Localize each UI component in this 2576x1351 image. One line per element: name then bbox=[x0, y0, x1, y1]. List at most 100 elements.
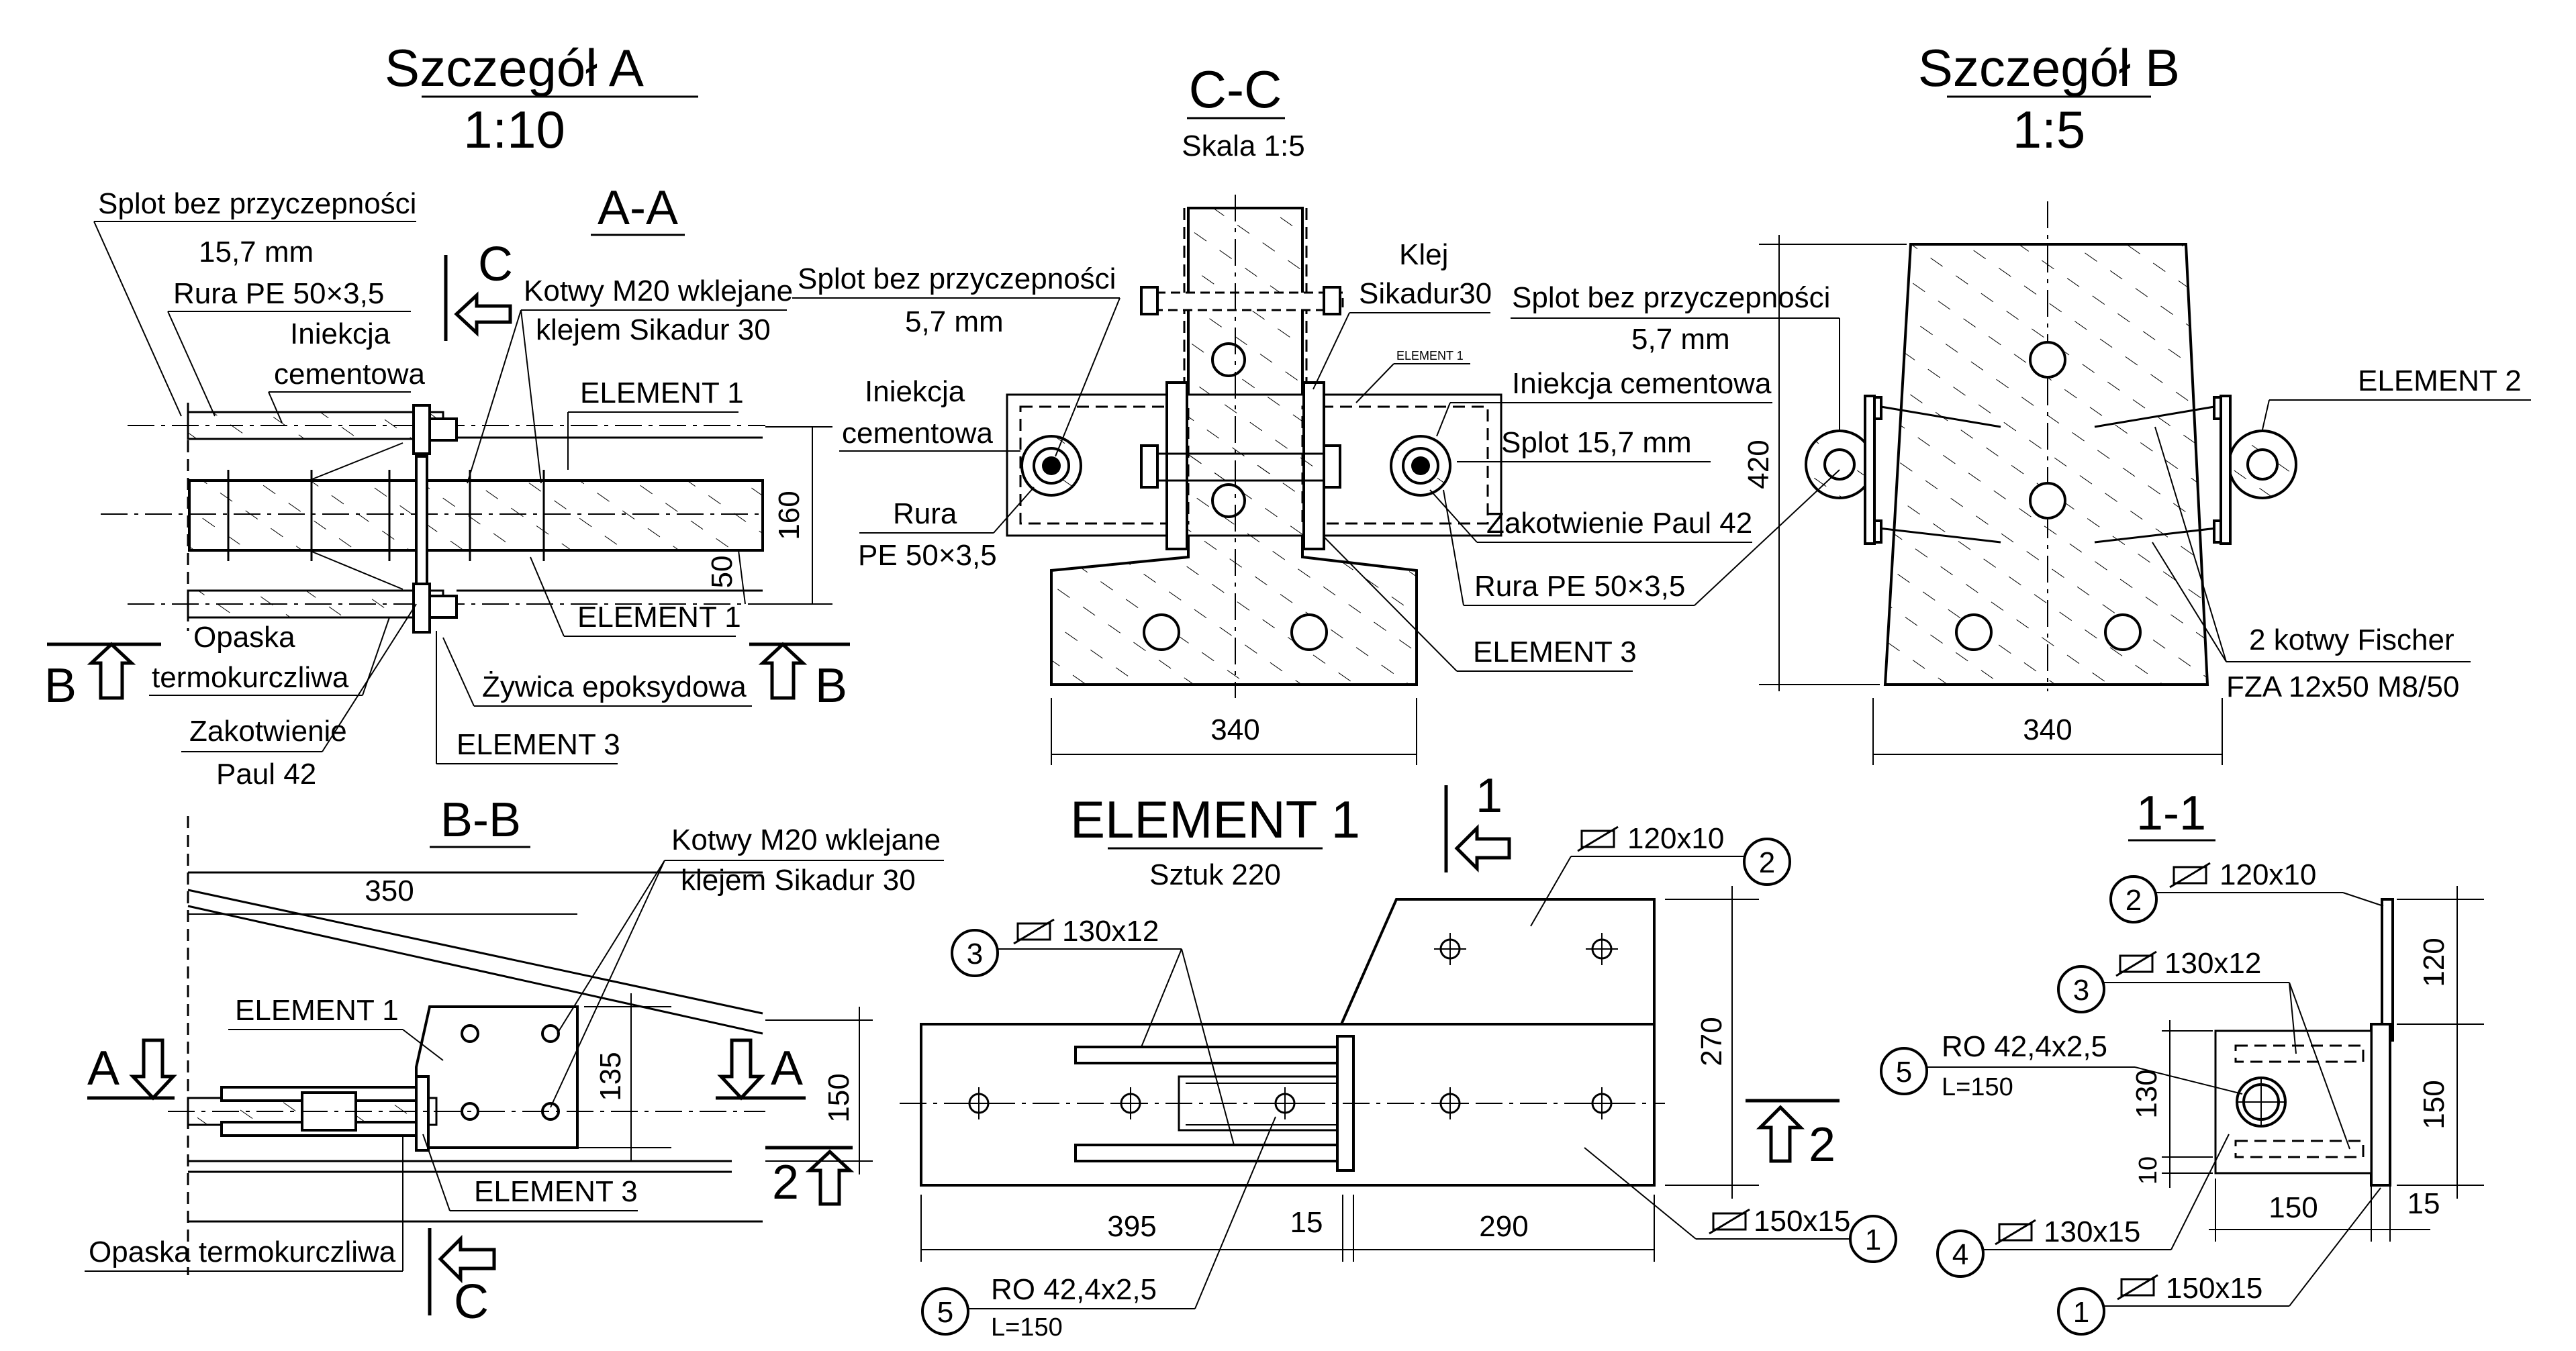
detail-a: Szczegół A 1:10 A-A Splot bez przyczepno… bbox=[44, 38, 850, 791]
cc-label-cementowa: cementowa bbox=[842, 417, 994, 450]
s11-callout-4: 4 bbox=[1952, 1238, 1968, 1271]
label-kotwy: Kotwy M20 wklejane bbox=[524, 274, 793, 307]
detail-a-title: Szczegół A bbox=[385, 38, 644, 97]
cc-label-splot: Splot bez przyczepności bbox=[798, 262, 1116, 295]
cc-label-splot157: Splot 15,7 mm bbox=[1501, 426, 1692, 459]
cc-label-pe: PE 50×3,5 bbox=[858, 539, 997, 572]
label-klejem: klejem Sikadur 30 bbox=[536, 313, 771, 346]
s11-dim-10: 10 bbox=[2134, 1156, 2162, 1185]
e1-cut-2: 2 bbox=[1809, 1118, 1835, 1172]
bb-label-opaska: Opaska termokurczliwa bbox=[89, 1236, 396, 1268]
cc-label-rura: Rura bbox=[893, 497, 957, 530]
e1-dim-290: 290 bbox=[1479, 1210, 1528, 1243]
cc-label-klej: Klej bbox=[1399, 238, 1448, 271]
s11-dim-15: 15 bbox=[2407, 1187, 2440, 1220]
e1-p5: RO 42,4x2,5 bbox=[991, 1273, 1157, 1306]
bb-label-element3: ELEMENT 3 bbox=[474, 1175, 638, 1208]
element-1-drawing: ELEMENT 1 Sztuk 220 bbox=[900, 769, 1897, 1342]
e1-callout-2: 2 bbox=[1759, 846, 1775, 879]
e1-p1: 150x15 bbox=[1754, 1205, 1850, 1238]
label-element3: ELEMENT 3 bbox=[457, 728, 620, 761]
s11-callout-2: 2 bbox=[2126, 884, 2142, 917]
b-label-fza: FZA 12x50 M8/50 bbox=[2226, 670, 2459, 703]
section-1-1: 1-1 2 120x10 3 130x12 5 RO 42,4x2,5 L=15… bbox=[1880, 787, 2484, 1336]
b-label-splot-size: 5,7 mm bbox=[1631, 323, 1730, 356]
section-cc: C-C Skala 1:5 Splot bez p bbox=[792, 60, 1772, 765]
section-aa-title: A-A bbox=[598, 181, 678, 235]
s11-callout-3: 3 bbox=[2073, 974, 2089, 1007]
label-paul: Paul 42 bbox=[216, 758, 316, 791]
label-iniekcja: Iniekcja bbox=[290, 317, 391, 350]
b-label-kotwy: 2 kotwy Fischer bbox=[2249, 623, 2454, 656]
cut-c-top: C bbox=[478, 238, 513, 291]
cc-dim-340: 340 bbox=[1210, 713, 1259, 746]
e1-callout-3: 3 bbox=[967, 938, 983, 970]
bb-dim-150: 150 bbox=[822, 1073, 855, 1122]
label-zakotwienie: Zakotwienie bbox=[189, 715, 347, 748]
s11-callout-5: 5 bbox=[1896, 1056, 1912, 1089]
s11-dim-130: 130 bbox=[2130, 1069, 2163, 1118]
bb-dim-135: 135 bbox=[594, 1052, 627, 1101]
cc-label-splot-size: 5,7 mm bbox=[905, 305, 1004, 338]
label-splot: Splot bez przyczepności bbox=[98, 187, 416, 220]
e1-dim-395: 395 bbox=[1107, 1210, 1156, 1243]
label-element1-bottom: ELEMENT 1 bbox=[577, 601, 741, 634]
element1-title: ELEMENT 1 bbox=[1070, 790, 1360, 849]
bb-cut-a-right: A bbox=[771, 1042, 803, 1095]
bb-cut-a-left: A bbox=[87, 1042, 120, 1095]
bb-cut-c: C bbox=[454, 1275, 489, 1329]
dim-160: 160 bbox=[773, 491, 806, 540]
label-cementowa: cementowa bbox=[274, 358, 426, 391]
s11-p4: 130x15 bbox=[2044, 1215, 2140, 1248]
section-11-title: 1-1 bbox=[2136, 787, 2206, 840]
bb-label-klejem: klejem Sikadur 30 bbox=[681, 864, 916, 897]
detail-b: Szczegół B 1:5 Splot bez przyczepności 5… bbox=[1511, 38, 2531, 765]
bb-label-element1: ELEMENT 1 bbox=[235, 994, 399, 1027]
bb-dim-350: 350 bbox=[365, 874, 414, 907]
detail-b-title: Szczegół B bbox=[1918, 38, 2180, 97]
b-dim-420: 420 bbox=[1742, 440, 1775, 489]
label-zywica: Żywica epoksydowa bbox=[482, 670, 747, 703]
b-dim-340: 340 bbox=[2023, 713, 2072, 746]
cc-label-sikadur: Sikadur30 bbox=[1359, 277, 1492, 310]
s11-p3: 130x12 bbox=[2164, 947, 2261, 980]
label-splot-size: 15,7 mm bbox=[199, 236, 314, 268]
cc-label-iniekcja: Iniekcja bbox=[865, 375, 965, 408]
detail-a-scale: 1:10 bbox=[463, 100, 565, 159]
cc-label-iniekcja-cem: Iniekcja cementowa bbox=[1512, 367, 1772, 400]
b-label-splot: Splot bez przyczepności bbox=[1512, 281, 1830, 314]
s11-callout-1: 1 bbox=[2073, 1296, 2089, 1329]
s11-p5-len: L=150 bbox=[1942, 1073, 2013, 1101]
s11-p1: 150x15 bbox=[2166, 1272, 2262, 1305]
label-element1-top: ELEMENT 1 bbox=[580, 377, 744, 409]
element1-subtitle: Sztuk 220 bbox=[1149, 858, 1281, 891]
detail-b-scale: 1:5 bbox=[2013, 100, 2085, 159]
cut-b-left: B bbox=[44, 659, 77, 713]
bb-label-kotwy: Kotwy M20 wklejane bbox=[671, 823, 941, 856]
section-cc-title: C-C bbox=[1189, 60, 1282, 119]
label-termo: termokurczliwa bbox=[152, 661, 349, 694]
s11-dim-150: 150 bbox=[2269, 1191, 2318, 1224]
s11-dim-150v: 150 bbox=[2418, 1080, 2450, 1129]
label-opaska: Opaska bbox=[193, 621, 295, 654]
s11-dim-120: 120 bbox=[2418, 938, 2450, 987]
section-cc-scale: Skala 1:5 bbox=[1182, 130, 1304, 162]
e1-callout-1: 1 bbox=[1865, 1223, 1881, 1256]
cc-label-rura-pe: Rura PE 50×3,5 bbox=[1474, 570, 1685, 603]
cut-b-right: B bbox=[815, 659, 847, 713]
e1-dim-270: 270 bbox=[1695, 1017, 1728, 1066]
e1-p2: 120x10 bbox=[1627, 822, 1724, 855]
e1-p5-len: L=150 bbox=[991, 1313, 1063, 1342]
cc-label-zakotwienie: Zakotwienie Paul 42 bbox=[1486, 507, 1752, 540]
b-label-element2: ELEMENT 2 bbox=[2358, 364, 2522, 397]
e1-p3: 130x12 bbox=[1062, 915, 1159, 948]
e1-dim-15: 15 bbox=[1290, 1206, 1323, 1239]
cc-label-element1-small: ELEMENT 1 bbox=[1396, 349, 1464, 362]
e1-cut-1: 1 bbox=[1476, 769, 1502, 823]
dim-50: 50 bbox=[706, 556, 738, 589]
label-rura: Rura PE 50×3,5 bbox=[173, 277, 384, 310]
bb-cut-2: 2 bbox=[772, 1156, 799, 1209]
cc-label-element3: ELEMENT 3 bbox=[1473, 636, 1637, 668]
e1-callout-5: 5 bbox=[937, 1296, 953, 1329]
